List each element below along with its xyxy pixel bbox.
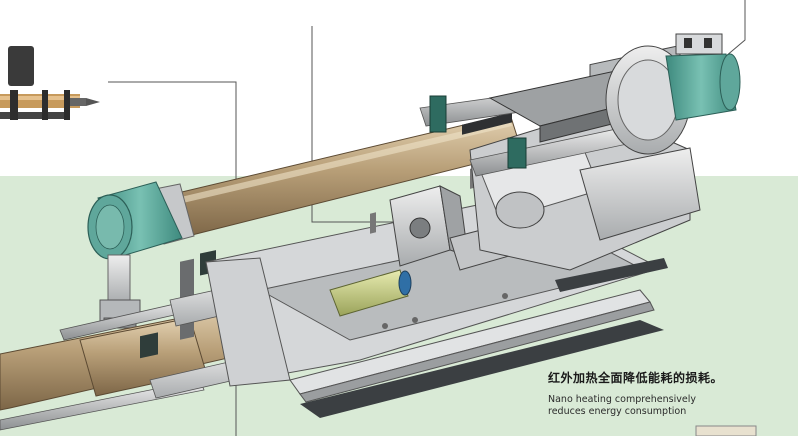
bottom-right-fragment <box>695 425 757 436</box>
guide-rail <box>300 258 668 418</box>
screw-shaft <box>329 269 412 317</box>
teal-motor-right <box>665 33 741 121</box>
caption-english: Nano heating comprehensively reduces ene… <box>548 394 748 418</box>
caption-english-line2: reduces energy consumption <box>548 406 687 417</box>
teal-motor-left <box>87 181 183 260</box>
caption-english-line1: Nano heating comprehensively <box>548 394 696 405</box>
caption-chinese: 红外加热全面降低能耗的损耗。 <box>548 371 724 385</box>
inset-nozzle-detail <box>0 46 100 120</box>
